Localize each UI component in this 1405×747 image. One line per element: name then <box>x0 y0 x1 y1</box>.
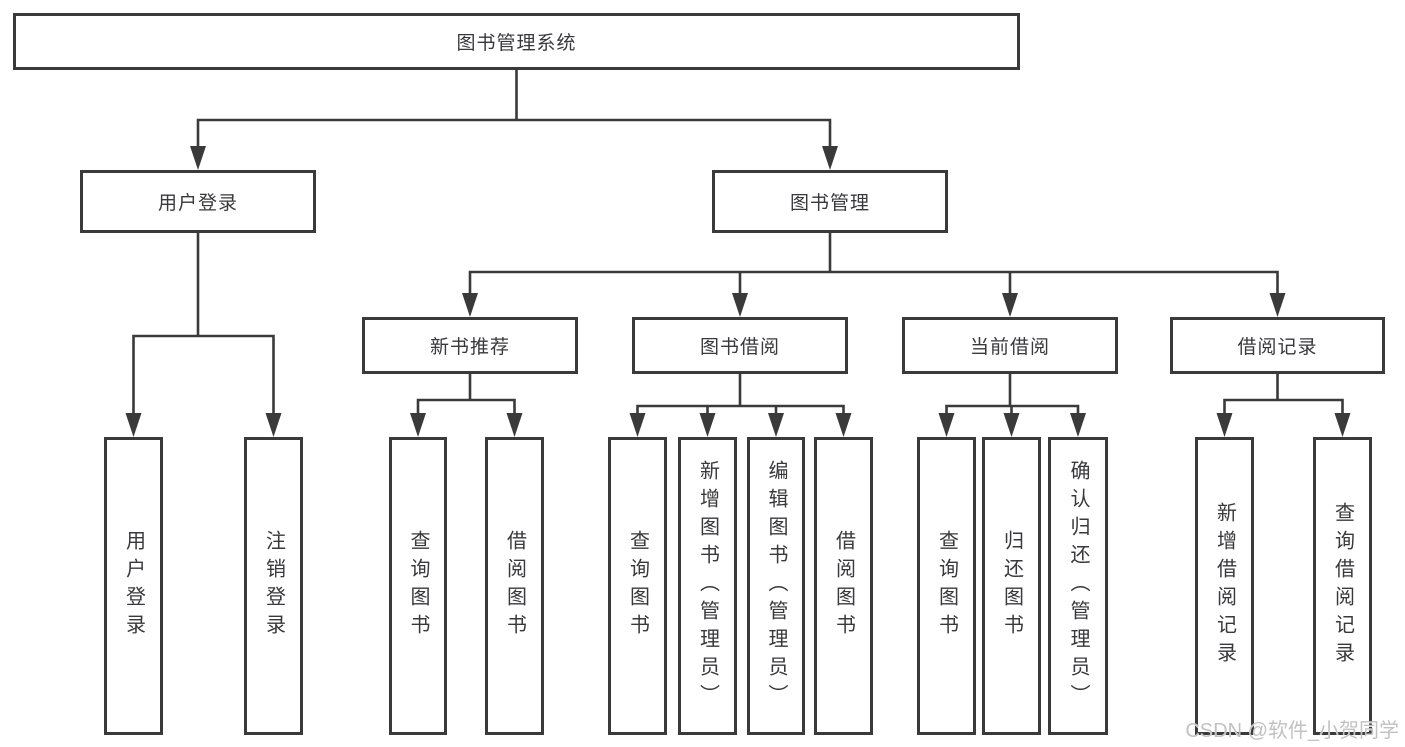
leaf-query-books-2: 查询图书 <box>608 437 667 735</box>
leaf-add-borrow-record: 新增借阅记录 <box>1195 437 1254 735</box>
leaf-label: 编辑图书（管理员） <box>765 460 787 712</box>
leaf-edit-books-admin: 编辑图书（管理员） <box>747 437 805 735</box>
leaf-label: 新增借阅记录 <box>1213 502 1236 670</box>
node-borrow-records: 借阅记录 <box>1170 317 1385 374</box>
leaf-user-login: 用户登录 <box>104 437 163 735</box>
node-root: 图书管理系统 <box>13 13 1020 70</box>
node-book-borrow: 图书借阅 <box>632 317 848 374</box>
node-label: 图书管理 <box>789 193 870 214</box>
node-label: 图书借阅 <box>699 337 780 358</box>
leaf-label: 查询图书 <box>407 530 429 642</box>
leaf-query-books-3: 查询图书 <box>917 437 976 735</box>
node-label: 借阅记录 <box>1237 337 1318 358</box>
leaf-label: 查询图书 <box>935 530 958 642</box>
leaf-borrow-books-1: 借阅图书 <box>485 437 544 735</box>
leaf-label: 借阅图书 <box>503 530 526 642</box>
node-book-management: 图书管理 <box>712 170 948 233</box>
csdn-watermark: CSDN @软件_小贺同学 <box>1185 720 1399 742</box>
node-new-book-recommend: 新书推荐 <box>362 317 578 374</box>
node-label: 用户登录 <box>157 193 238 214</box>
leaf-label: 确认归还（管理员） <box>1067 460 1089 712</box>
leaf-logout: 注销登录 <box>244 437 303 735</box>
leaf-label: 查询借阅记录 <box>1331 502 1354 670</box>
leaf-confirm-return-admin: 确认归还（管理员） <box>1048 437 1108 735</box>
node-label: 当前借阅 <box>969 337 1050 358</box>
leaf-add-books-admin: 新增图书（管理员） <box>678 437 737 735</box>
node-user-login: 用户登录 <box>80 170 316 233</box>
arrowheads <box>125 146 1351 437</box>
leaf-label: 用户登录 <box>122 530 145 642</box>
node-current-borrow: 当前借阅 <box>902 317 1118 374</box>
leaf-label: 归还图书 <box>1000 530 1023 642</box>
leaf-label: 借阅图书 <box>832 530 855 642</box>
node-label: 新书推荐 <box>429 337 510 358</box>
node-root-label: 图书管理系统 <box>456 33 577 54</box>
leaf-query-books-1: 查询图书 <box>389 437 447 735</box>
leaf-borrow-books-2: 借阅图书 <box>814 437 873 735</box>
leaf-label: 查询图书 <box>626 530 649 642</box>
leaf-label: 新增图书（管理员） <box>696 460 719 712</box>
leaf-query-borrow-record: 查询借阅记录 <box>1313 437 1372 735</box>
leaf-label: 注销登录 <box>262 530 285 642</box>
leaf-return-books: 归还图书 <box>982 437 1041 735</box>
